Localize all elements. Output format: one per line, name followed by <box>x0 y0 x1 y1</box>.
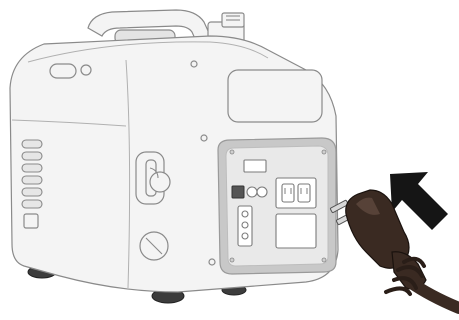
ac-outlet-icon <box>276 178 316 208</box>
indicator-label-box <box>244 160 266 172</box>
upper-side-vent <box>228 70 322 122</box>
power-cord <box>410 282 459 308</box>
fuel-valve-knob <box>140 232 168 260</box>
breaker-switch <box>232 186 244 198</box>
screw-2 <box>209 259 215 265</box>
front-small-panel <box>24 214 38 228</box>
indicator-lamp <box>257 187 267 197</box>
screw-1 <box>201 135 207 141</box>
control-panel <box>218 138 336 274</box>
generator <box>10 10 338 303</box>
screw-3 <box>191 61 197 67</box>
reset-button <box>247 187 257 197</box>
dc-outlet-cover <box>276 214 316 248</box>
